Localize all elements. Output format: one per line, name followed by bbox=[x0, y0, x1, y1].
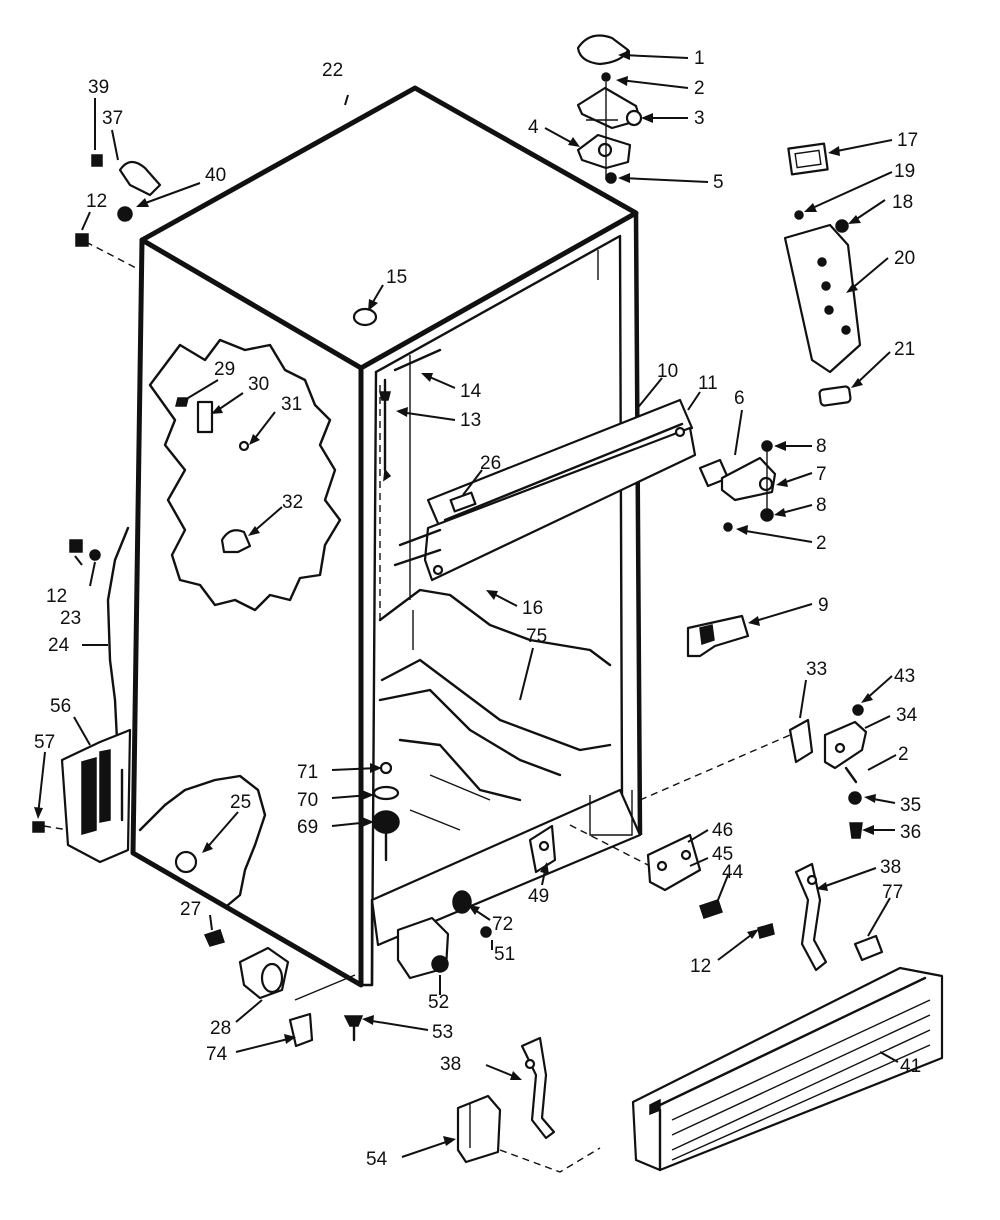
part-label: 10 bbox=[657, 361, 678, 382]
crossover-rail bbox=[393, 398, 697, 582]
part-label: 40 bbox=[205, 165, 226, 186]
cutaway-inner-parts bbox=[175, 397, 252, 554]
part-label: 52 bbox=[428, 992, 449, 1013]
part-label: 77 bbox=[882, 882, 903, 903]
part-label: 51 bbox=[494, 944, 515, 965]
leader-lines bbox=[34, 50, 899, 1158]
part-label: 2 bbox=[816, 533, 827, 554]
part-label: 35 bbox=[900, 795, 921, 816]
part-label: 31 bbox=[281, 394, 302, 415]
part-label: 33 bbox=[806, 659, 827, 680]
part-label: 7 bbox=[816, 464, 827, 485]
part-label: 12 bbox=[46, 586, 67, 607]
part-label: 13 bbox=[460, 410, 481, 431]
part-label: 41 bbox=[900, 1056, 921, 1077]
part-label: 27 bbox=[180, 899, 201, 920]
part-label: 17 bbox=[897, 130, 918, 151]
door-stop-part bbox=[686, 614, 750, 658]
part-label: 43 bbox=[894, 666, 915, 687]
part-label: 25 bbox=[230, 792, 251, 813]
part-label: 57 bbox=[34, 732, 55, 753]
bracket-assembly bbox=[569, 824, 723, 919]
part-label: 2 bbox=[694, 78, 705, 99]
part-label: 38 bbox=[880, 857, 901, 878]
part-label: 20 bbox=[894, 248, 915, 269]
part-label: 32 bbox=[282, 492, 303, 513]
insulation-cutaway bbox=[138, 338, 342, 907]
left-side-parts bbox=[32, 154, 198, 874]
part-label: 30 bbox=[248, 374, 269, 395]
part-label: 37 bbox=[102, 108, 123, 129]
part-label: 2 bbox=[898, 744, 909, 765]
part-label: 46 bbox=[712, 820, 733, 841]
leveler-parts bbox=[372, 761, 472, 914]
part-label: 34 bbox=[896, 705, 918, 726]
top-fasteners bbox=[352, 307, 442, 482]
part-label: 4 bbox=[528, 117, 539, 138]
part-label: 49 bbox=[528, 886, 549, 907]
part-label: 24 bbox=[48, 635, 70, 656]
part-label: 11 bbox=[698, 373, 718, 394]
part-label: 53 bbox=[432, 1022, 453, 1043]
part-label: 12 bbox=[690, 956, 711, 977]
part-label: 74 bbox=[206, 1044, 228, 1065]
part-label: 69 bbox=[297, 817, 318, 838]
part-label: 56 bbox=[50, 696, 71, 717]
part-label: 36 bbox=[900, 822, 921, 843]
cabinet-body bbox=[130, 85, 643, 988]
part-label: 38 bbox=[440, 1054, 461, 1075]
part-label: 70 bbox=[297, 790, 318, 811]
part-label: 54 bbox=[366, 1149, 388, 1170]
part-label: 45 bbox=[712, 844, 733, 865]
base-grille bbox=[631, 966, 944, 1172]
part-label: 23 bbox=[60, 608, 81, 629]
part-label: 8 bbox=[816, 436, 827, 457]
part-label: 15 bbox=[386, 267, 407, 288]
part-number-labels: 1 2 3 4 5 17 19 18 20 21 22 39 37 40 12 … bbox=[34, 48, 921, 1170]
part-label: 5 bbox=[713, 172, 724, 193]
part-label: 12 bbox=[86, 191, 107, 212]
part-label: 72 bbox=[492, 914, 513, 935]
part-label: 26 bbox=[480, 453, 501, 474]
part-label: 75 bbox=[526, 626, 547, 647]
part-label: 22 bbox=[322, 60, 343, 81]
kick-plate-brackets bbox=[456, 862, 884, 1173]
part-label: 19 bbox=[894, 161, 915, 182]
hinge-bracket-49 bbox=[528, 824, 557, 874]
part-label: 9 bbox=[818, 595, 829, 616]
part-label: 14 bbox=[460, 381, 482, 402]
part-label: 16 bbox=[522, 598, 543, 619]
part-label: 28 bbox=[210, 1018, 231, 1039]
part-label: 21 bbox=[894, 339, 915, 360]
door-handle-assembly bbox=[783, 142, 862, 407]
part-label: 39 bbox=[88, 77, 109, 98]
cabinet-liner bbox=[378, 250, 612, 831]
part-label: 29 bbox=[214, 359, 235, 380]
part-label: 8 bbox=[816, 495, 827, 516]
part-label: 1 bbox=[694, 48, 705, 69]
part-label: 3 bbox=[694, 108, 705, 129]
center-hinge-assembly bbox=[698, 440, 777, 532]
lower-hinge-assembly bbox=[639, 704, 868, 839]
part-label: 71 bbox=[297, 762, 318, 783]
part-label: 44 bbox=[722, 862, 744, 883]
bottom-roller-parts bbox=[203, 916, 492, 1048]
top-hinge-assembly bbox=[576, 34, 643, 184]
part-label: 18 bbox=[892, 192, 913, 213]
part-label: 6 bbox=[734, 388, 745, 409]
